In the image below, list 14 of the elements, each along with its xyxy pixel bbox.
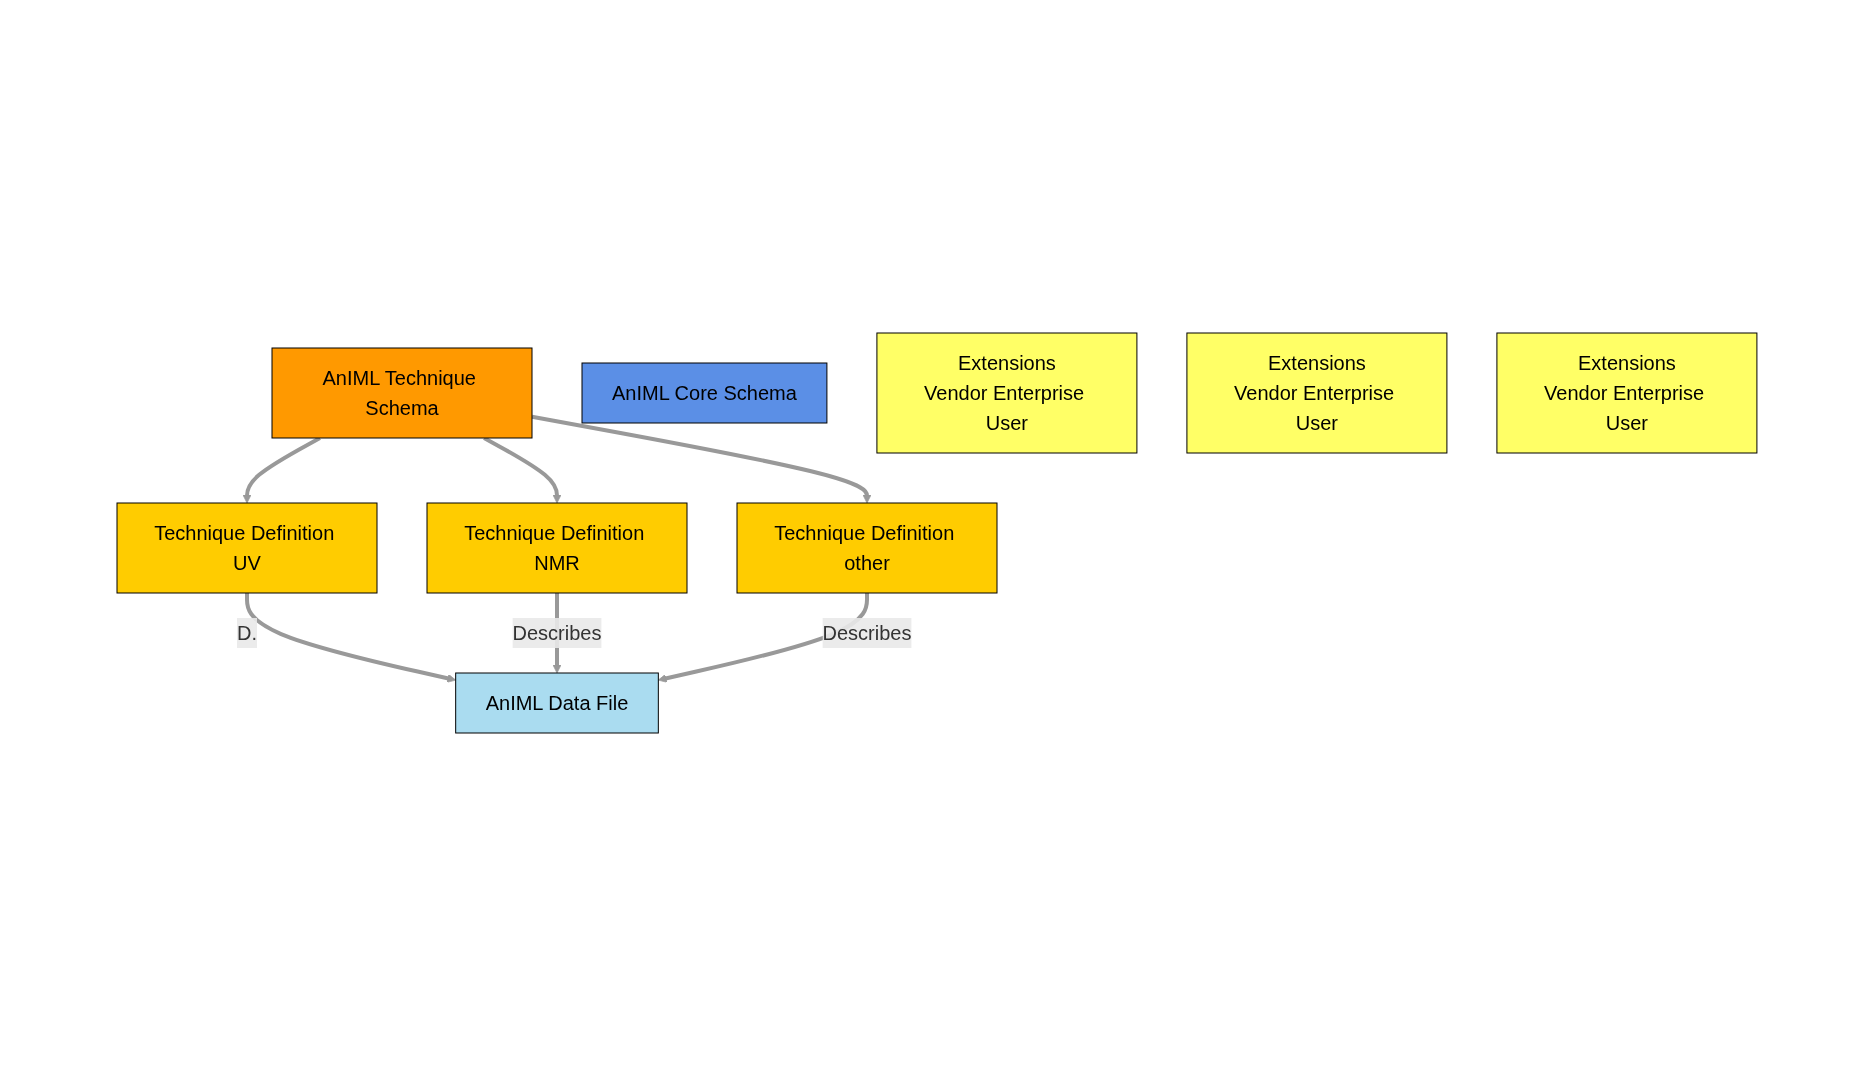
- edge-label: Describes: [822, 621, 912, 644]
- arrow: [244, 592, 456, 683]
- node-box: Technique Definition other: [736, 502, 998, 593]
- node-box: Extensions Vendor Enterprise User: [1185, 332, 1447, 453]
- node-box: Extensions Vendor Enterprise User: [1495, 332, 1757, 453]
- arrow: [531, 414, 871, 503]
- edge-label: D.: [236, 621, 257, 644]
- node-box: AnIML Technique Schema: [271, 347, 533, 438]
- node-box: Extensions Vendor Enterprise User: [875, 332, 1137, 453]
- node-box: AnIML Data File: [454, 672, 659, 733]
- node-box: Technique Definition UV: [116, 502, 378, 593]
- edge-label: Describes: [512, 621, 602, 644]
- node-box: Technique Definition NMR: [426, 502, 688, 593]
- node-box: AnIML Core Schema: [581, 362, 827, 423]
